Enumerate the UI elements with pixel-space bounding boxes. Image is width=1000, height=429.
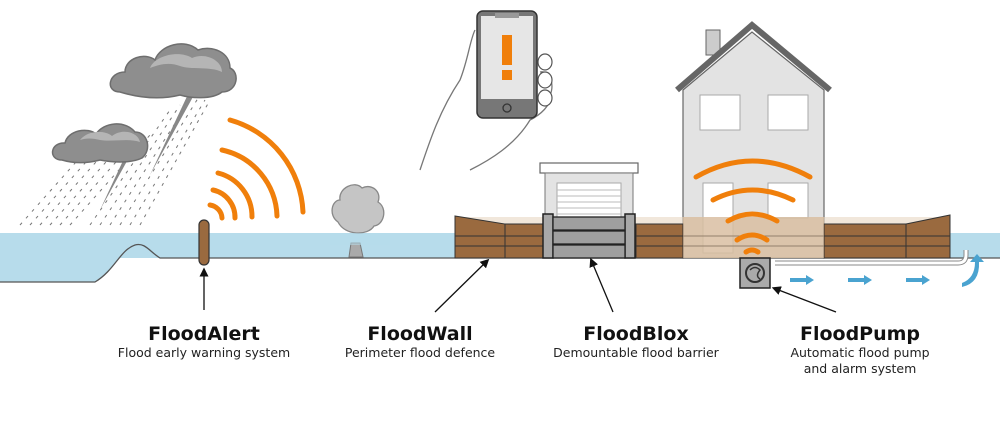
flood-blox-pointer: [589, 257, 614, 313]
pointer-arrows: [199, 257, 837, 313]
alert-exclamation-icon: [502, 35, 512, 65]
product-description: Automatic flood pump: [790, 345, 930, 360]
flood-wall-pointer: [434, 258, 490, 313]
product-name: FloodWall: [367, 323, 473, 345]
product-description-line2: and alarm system: [803, 361, 917, 376]
pump-fan-icon: [745, 263, 765, 283]
product-name: FloodBlox: [583, 323, 689, 345]
flood-pump-pointer: [771, 286, 837, 313]
lightning: [100, 90, 194, 210]
flood-pump: [739, 250, 969, 289]
product-name: FloodPump: [799, 323, 921, 345]
flood-alert-sensor: [198, 219, 210, 266]
water-flow-arrows: [790, 254, 984, 287]
flood-alert-label: FloodAlert Flood early warning system: [104, 323, 304, 361]
phone-fingers: [537, 53, 553, 107]
flood-pump-alarm-signal-icon: [693, 158, 813, 255]
product-name: FloodAlert: [148, 323, 260, 345]
flood-pump-label: FloodPump Automatic flood pump and alarm…: [760, 323, 960, 377]
flood-blox-label: FloodBlox Demountable flood barrier: [536, 323, 736, 361]
flood-wall-label: FloodWall Perimeter flood defence: [320, 323, 520, 361]
smartphone-icon: [476, 10, 538, 119]
product-description: Perimeter flood defence: [344, 345, 496, 360]
garage: [539, 162, 639, 219]
product-description: Demountable flood barrier: [553, 345, 719, 360]
storm-cloud-small: [51, 123, 149, 164]
flood-blox-barrier: [542, 213, 636, 259]
product-description: Flood early warning system: [117, 345, 291, 360]
flood-wall: [454, 214, 951, 259]
flood-alert-signal-icon: [207, 117, 306, 221]
tree: [330, 184, 390, 258]
storm-cloud-large: [109, 43, 237, 99]
